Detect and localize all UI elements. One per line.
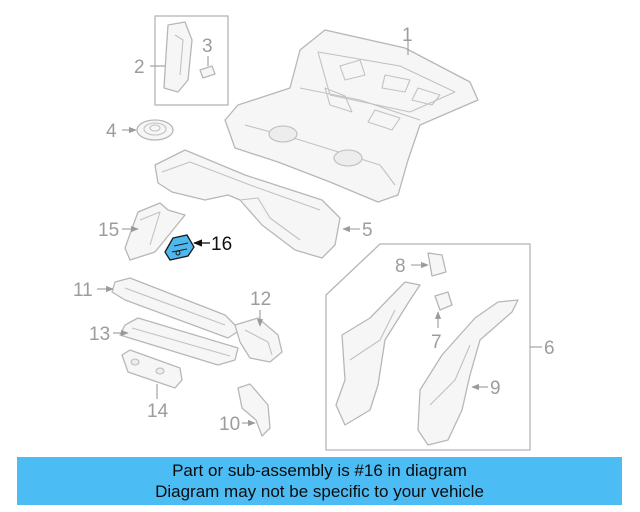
part-2-3-group (154, 15, 229, 106)
part-5-crossmember (154, 149, 341, 259)
callout-12: 12 (250, 289, 271, 327)
callout-1: 1 (402, 25, 413, 55)
svg-text:5: 5 (362, 220, 373, 241)
part-4-plug (136, 119, 174, 141)
svg-text:1: 1 (402, 25, 413, 46)
info-banner: Part or sub-assembly is #16 in diagram D… (17, 457, 622, 505)
svg-text:14: 14 (147, 401, 169, 422)
svg-text:16: 16 (211, 234, 232, 255)
part-16-highlighted[interactable] (164, 234, 195, 261)
svg-text:13: 13 (89, 324, 110, 345)
callout-15: 15 (98, 220, 139, 241)
svg-text:7: 7 (431, 332, 442, 353)
svg-text:12: 12 (250, 289, 271, 310)
callout-3: 3 (202, 36, 213, 66)
callout-16[interactable]: 16 (193, 234, 232, 255)
svg-text:11: 11 (73, 280, 93, 301)
callout-8: 8 (395, 256, 429, 277)
part-1-floor-pan (224, 29, 479, 203)
part-14-bracket (121, 349, 183, 389)
callout-4: 4 (106, 121, 137, 142)
callout-2: 2 (134, 57, 165, 78)
svg-text:2: 2 (134, 57, 145, 78)
svg-text:4: 4 (106, 121, 117, 142)
callout-11: 11 (73, 280, 114, 301)
part-11-rail (111, 277, 241, 339)
part-10-bracket (237, 383, 271, 437)
parts-diagram: 1 2 3 4 5 6 7 8 9 10 11 12 (73, 15, 555, 451)
banner-line-1: Part or sub-assembly is #16 in diagram (172, 461, 467, 480)
callout-7: 7 (431, 311, 442, 353)
svg-text:15: 15 (98, 220, 119, 241)
banner-line-2: Diagram may not be specific to your vehi… (155, 482, 484, 501)
svg-text:8: 8 (395, 256, 406, 277)
callout-13: 13 (89, 324, 129, 345)
callout-9: 9 (471, 378, 501, 399)
callout-14: 14 (147, 384, 169, 422)
part-6-group (325, 243, 531, 451)
part-13-reinforcement (119, 317, 239, 366)
part-15-bracket (124, 202, 186, 261)
callout-10: 10 (219, 414, 256, 435)
svg-text:10: 10 (219, 414, 240, 435)
part-12-bracket (234, 317, 283, 363)
svg-text:6: 6 (544, 338, 555, 359)
svg-text:9: 9 (490, 378, 501, 399)
callout-6: 6 (530, 338, 555, 359)
svg-text:3: 3 (202, 36, 213, 57)
callout-5: 5 (342, 220, 373, 241)
